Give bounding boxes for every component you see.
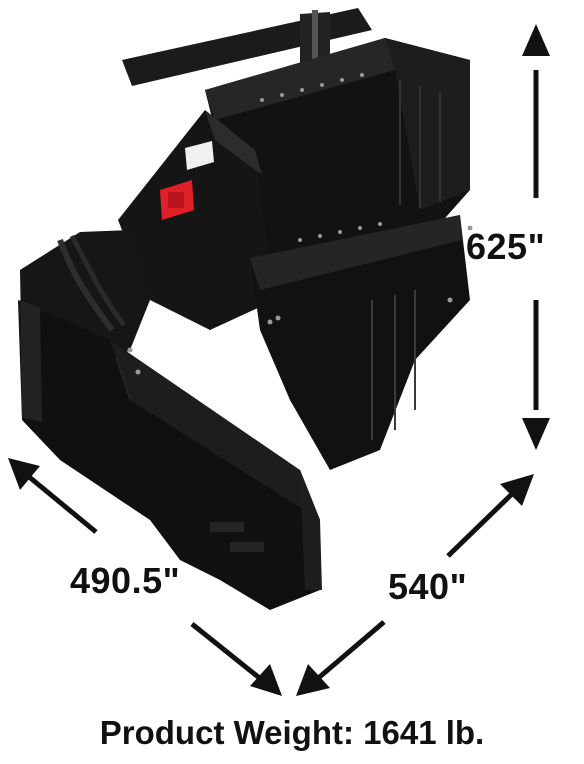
bottom-converging-arrows — [190, 620, 386, 696]
height-arrow-up-icon — [522, 24, 550, 56]
depth-dimension-label: 490.5" — [70, 560, 181, 601]
product-weight-caption: Product Weight: 1641 lb. — [99, 714, 485, 751]
width-arrow-down-icon — [296, 664, 330, 696]
height-arrow — [522, 24, 550, 450]
height-dimension-label: 625" — [466, 226, 546, 267]
machine-illustration — [18, 8, 473, 610]
width-arrow-up-icon — [500, 474, 534, 506]
width-dimension-label: 540" — [388, 566, 468, 607]
control-housing — [118, 110, 275, 330]
height-arrow-down-icon — [522, 418, 550, 450]
front-plate — [18, 300, 320, 610]
depth-arrow-down-icon — [250, 664, 282, 696]
depth-arrow-up-icon — [8, 458, 40, 490]
width-arrow — [446, 474, 534, 558]
indicator-panel — [185, 141, 214, 170]
depth-arrow — [8, 458, 98, 534]
